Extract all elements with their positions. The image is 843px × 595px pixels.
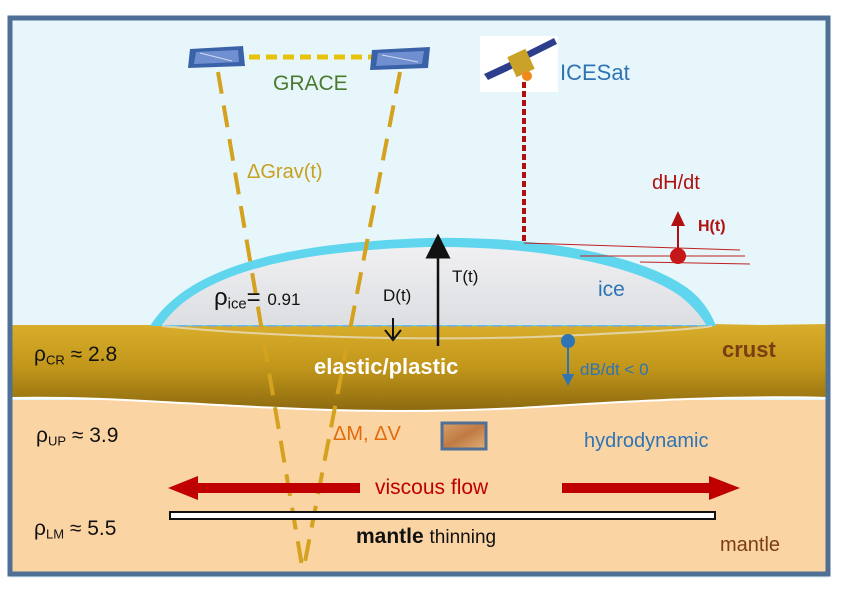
mantle-label: mantle [720,534,781,556]
icesat-satellite-icon [480,36,558,92]
dh-dt-label: dH/dt [652,172,700,194]
flow-arrow-right-head [709,476,740,500]
rho-upper-mantle-symbol: ρ [36,424,48,447]
t-t-label: T(t) [452,267,479,286]
rho-crust-value: ≈ 2.8 [70,343,118,366]
icesat-label: ICESat [560,60,630,85]
crust-label: crust [722,337,776,362]
delta-grav-label: ΔGrav(t) [247,161,323,183]
rho-lower-mantle-subscript: LM [45,526,65,542]
bedrock-arrow-head [562,374,574,386]
rho-lower-mantle-symbol: ρ [34,517,46,540]
diagram-frame [7,15,831,577]
rho-ice-symbol: ρ [214,284,228,311]
viscous-flow-label: viscous flow [375,476,489,499]
height-arrow-head [671,211,685,226]
rho-crust-symbol: ρ [34,343,46,366]
ice-label: ice [598,278,625,301]
icesat-surface-ray [523,242,741,251]
rho-lower-mantle-label: ρLM ≈ 5.5 [34,518,116,540]
elastic-plastic-label: elastic/plastic [314,354,459,379]
icesat-surface-ray-3 [639,261,751,265]
rho-upper-mantle-value: ≈ 3.9 [71,424,119,447]
rho-ice-label: ρice= 0.91 [214,284,301,313]
rho-ice-subscript: ice [227,296,247,313]
rho-upper-mantle-subscript: UP [47,433,67,449]
rho-upper-mantle-label: ρUP ≈ 3.9 [36,425,118,447]
d-t-label: D(t) [383,286,412,305]
mantle-thinning-label: mantle thinning [356,526,496,547]
rho-crust-label: ρCR ≈ 2.8 [34,344,117,366]
grace-satellite-left-icon [188,46,245,68]
delta-mass-volume-label: ΔM, ΔV [333,423,401,445]
flow-arrow-left-head [168,476,198,500]
grace-label: GRACE [273,72,348,95]
height-marker-dot [670,248,686,264]
ice-sheet-underside [161,325,713,340]
rho-ice-value: 0.91 [267,290,301,309]
crust-bottom-edge [9,396,829,412]
depression-arrow-head [384,329,402,342]
crust-layer [10,324,828,411]
hydrodynamic-label: hydrodynamic [584,430,709,452]
mantle-thinning-word-thinning: thinning [429,527,497,548]
mantle-thinning-word-mantle: mantle [356,525,424,548]
grace-satellite-right-icon [370,47,430,70]
rho-crust-subscript: CR [45,352,65,368]
rho-lower-mantle-value: ≈ 5.5 [69,517,117,540]
mass-volume-box [440,421,488,451]
mantle-thinning-bar [169,511,716,520]
h-t-label: H(t) [698,218,726,235]
ice-sheet-body [162,246,706,325]
db-dt-label: dB/dt < 0 [580,360,649,379]
